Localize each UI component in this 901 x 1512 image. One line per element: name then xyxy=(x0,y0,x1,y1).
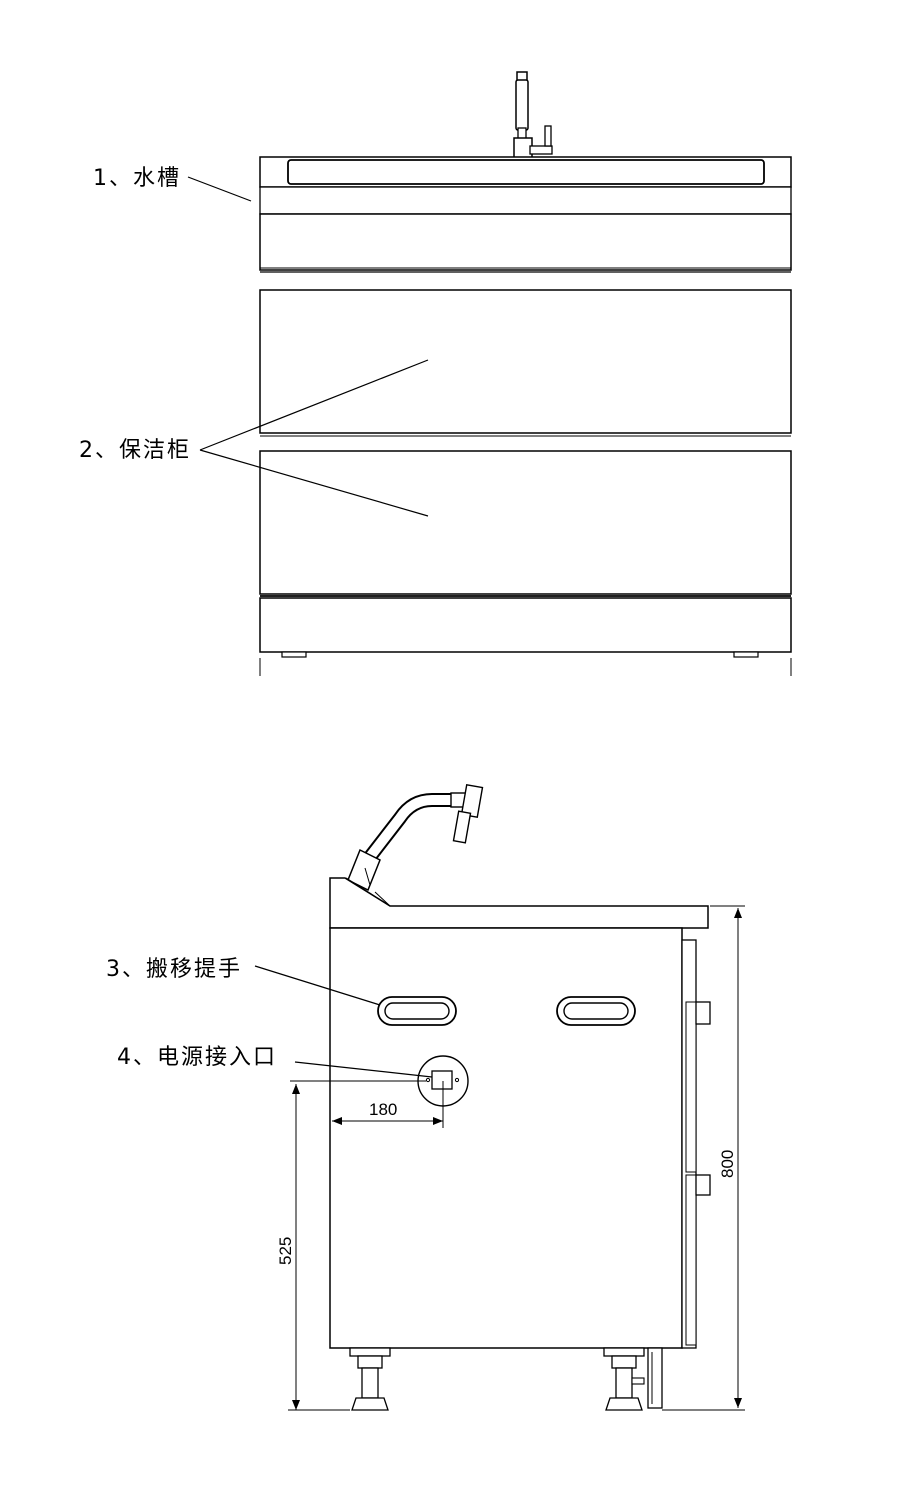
cabinet-drawer-upper xyxy=(259,289,792,434)
plinth xyxy=(259,597,792,653)
sink-top xyxy=(259,156,792,188)
side-view: 180 525 800 3、搬移提手 4、电源接入口 xyxy=(106,784,745,1411)
dimension-width: 900 xyxy=(507,675,535,694)
faucet-side xyxy=(347,784,484,892)
label-handle: 3、搬移提手 xyxy=(106,957,242,982)
sink-basin-rim xyxy=(287,159,765,185)
cabinet-drawer-lower xyxy=(259,450,792,595)
dimension-525: 525 xyxy=(276,1237,295,1265)
top-panel xyxy=(259,213,792,271)
label-sink: 1、水槽 xyxy=(93,166,181,191)
adjustable-feet xyxy=(349,1347,663,1411)
carry-handles xyxy=(377,996,636,1026)
dimension-180: 180 xyxy=(369,1100,397,1119)
front-view: 1、水槽 2、保洁柜 xyxy=(79,71,792,676)
cabinet-body-side xyxy=(329,927,683,1349)
dimension-800: 800 xyxy=(718,1150,737,1178)
label-cabinet: 2、保洁柜 xyxy=(79,438,191,463)
label-power: 4、电源接入口 xyxy=(117,1045,277,1070)
